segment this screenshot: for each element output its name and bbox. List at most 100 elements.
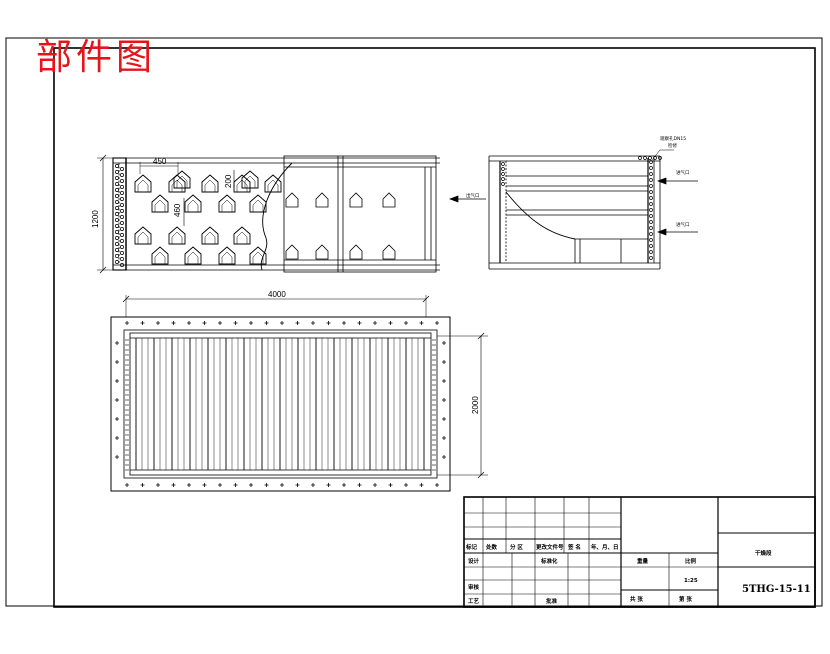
plan-bolt (295, 483, 300, 487)
air-duct (168, 226, 186, 245)
plan-bolt (388, 321, 393, 325)
casing-opening (285, 192, 299, 208)
plan-bolt (373, 483, 377, 487)
tb-shenhe: 审核 (468, 583, 480, 591)
plan-bolt (156, 321, 160, 325)
side-bolt (649, 190, 653, 194)
plan-bolt (115, 360, 119, 364)
side-view-bolts (501, 156, 662, 260)
side-bolt (648, 156, 652, 160)
plan-bolt (140, 483, 145, 487)
dim-width: 2000 (471, 396, 480, 414)
air-duct-inner (187, 199, 199, 212)
air-duct (134, 226, 152, 245)
side-bolt (649, 256, 653, 260)
plan-bolt (156, 483, 160, 487)
side-bolt (649, 220, 653, 224)
air-duct-inner (154, 251, 166, 264)
tb-drawing-number: 5THG-15-11 (742, 584, 811, 595)
plan-bolt (373, 321, 377, 325)
inlet-label-top: 进气口 (676, 169, 690, 176)
side-bolt (501, 162, 505, 166)
plan-bolt (187, 483, 191, 487)
plan-bolt (419, 321, 424, 325)
plan-view-slats (135, 338, 425, 470)
flange-bolt (120, 245, 124, 249)
tb-dizhang: 第 张 (679, 595, 692, 603)
air-duct (151, 194, 169, 213)
tb-gengai: 更改文件号 (536, 543, 564, 551)
plan-bolt (140, 321, 145, 325)
flange-bolt (120, 233, 124, 237)
air-duct (218, 246, 236, 265)
flange-bolt (120, 167, 124, 171)
side-bolt (649, 178, 653, 182)
air-duct (201, 174, 219, 193)
front-view-casing-openings (285, 192, 396, 260)
plan-bolt (404, 321, 408, 325)
air-duct (233, 174, 251, 193)
plan-bolt (311, 483, 315, 487)
flange-bolt (115, 194, 119, 198)
air-duct-inner (154, 199, 166, 212)
air-duct-inner (252, 251, 264, 264)
flange-bolt (120, 173, 124, 177)
side-bolt (501, 167, 505, 171)
plan-bolt (442, 360, 446, 364)
side-bolt (649, 166, 653, 170)
plan-bolt (342, 483, 346, 487)
side-bolt (649, 214, 653, 218)
tb-biaozhunhua: 标准化 (540, 557, 558, 565)
side-bolt (649, 244, 653, 248)
plan-bolt (435, 321, 439, 325)
plan-bolt (202, 321, 207, 325)
flange-bolt (115, 236, 119, 240)
air-duct-inner (176, 175, 188, 188)
casing-opening (349, 192, 363, 208)
plan-bolt (249, 321, 253, 325)
side-note-line1: 观察孔DN15 (660, 135, 686, 142)
side-bolt (649, 172, 653, 176)
plan-bolt (326, 321, 331, 325)
tb-zhongliang: 重量 (637, 557, 649, 565)
tb-gongzhang: 共 张 (630, 595, 643, 603)
plan-bolt (442, 417, 446, 421)
side-bolt (658, 156, 662, 160)
flange-bolt (120, 215, 124, 219)
flange-bolt (120, 209, 124, 213)
tb-fenqu: 分 区 (510, 543, 523, 551)
air-duct (173, 170, 191, 189)
casing-opening (315, 192, 329, 208)
flange-bolt (115, 170, 119, 174)
flange-bolt (120, 263, 124, 267)
side-bolt (649, 232, 653, 236)
plan-view (110, 295, 488, 492)
flange-bolt (115, 206, 119, 210)
flange-bolt (120, 185, 124, 189)
plan-bolt (115, 341, 119, 345)
plan-bolt (171, 321, 176, 325)
flange-bolt (120, 257, 124, 261)
air-duct (233, 226, 251, 245)
air-duct (249, 194, 267, 213)
tb-sheji: 设计 (468, 557, 480, 565)
plan-bolt (442, 398, 446, 402)
air-duct-inner (244, 175, 256, 188)
flange-bolt (120, 203, 124, 207)
plan-bolt (115, 417, 119, 421)
plan-bolt (388, 483, 393, 487)
flange-bolt (115, 188, 119, 192)
air-duct-inner (267, 179, 279, 192)
flange-bolt (115, 212, 119, 216)
plan-bolt (357, 321, 362, 325)
inner-frame (53, 47, 816, 608)
outlet-label: 出气口 (466, 192, 480, 199)
plan-bolt (233, 321, 238, 325)
tb-pizhun: 批准 (546, 597, 558, 605)
plan-bolt (442, 455, 446, 459)
dim-row-pitch: 460 (173, 203, 182, 217)
dim-height: 1200 (91, 210, 100, 228)
flange-bolt (115, 260, 119, 264)
flange-bolt (115, 164, 119, 168)
tb-part-name: 干燥段 (755, 549, 772, 557)
